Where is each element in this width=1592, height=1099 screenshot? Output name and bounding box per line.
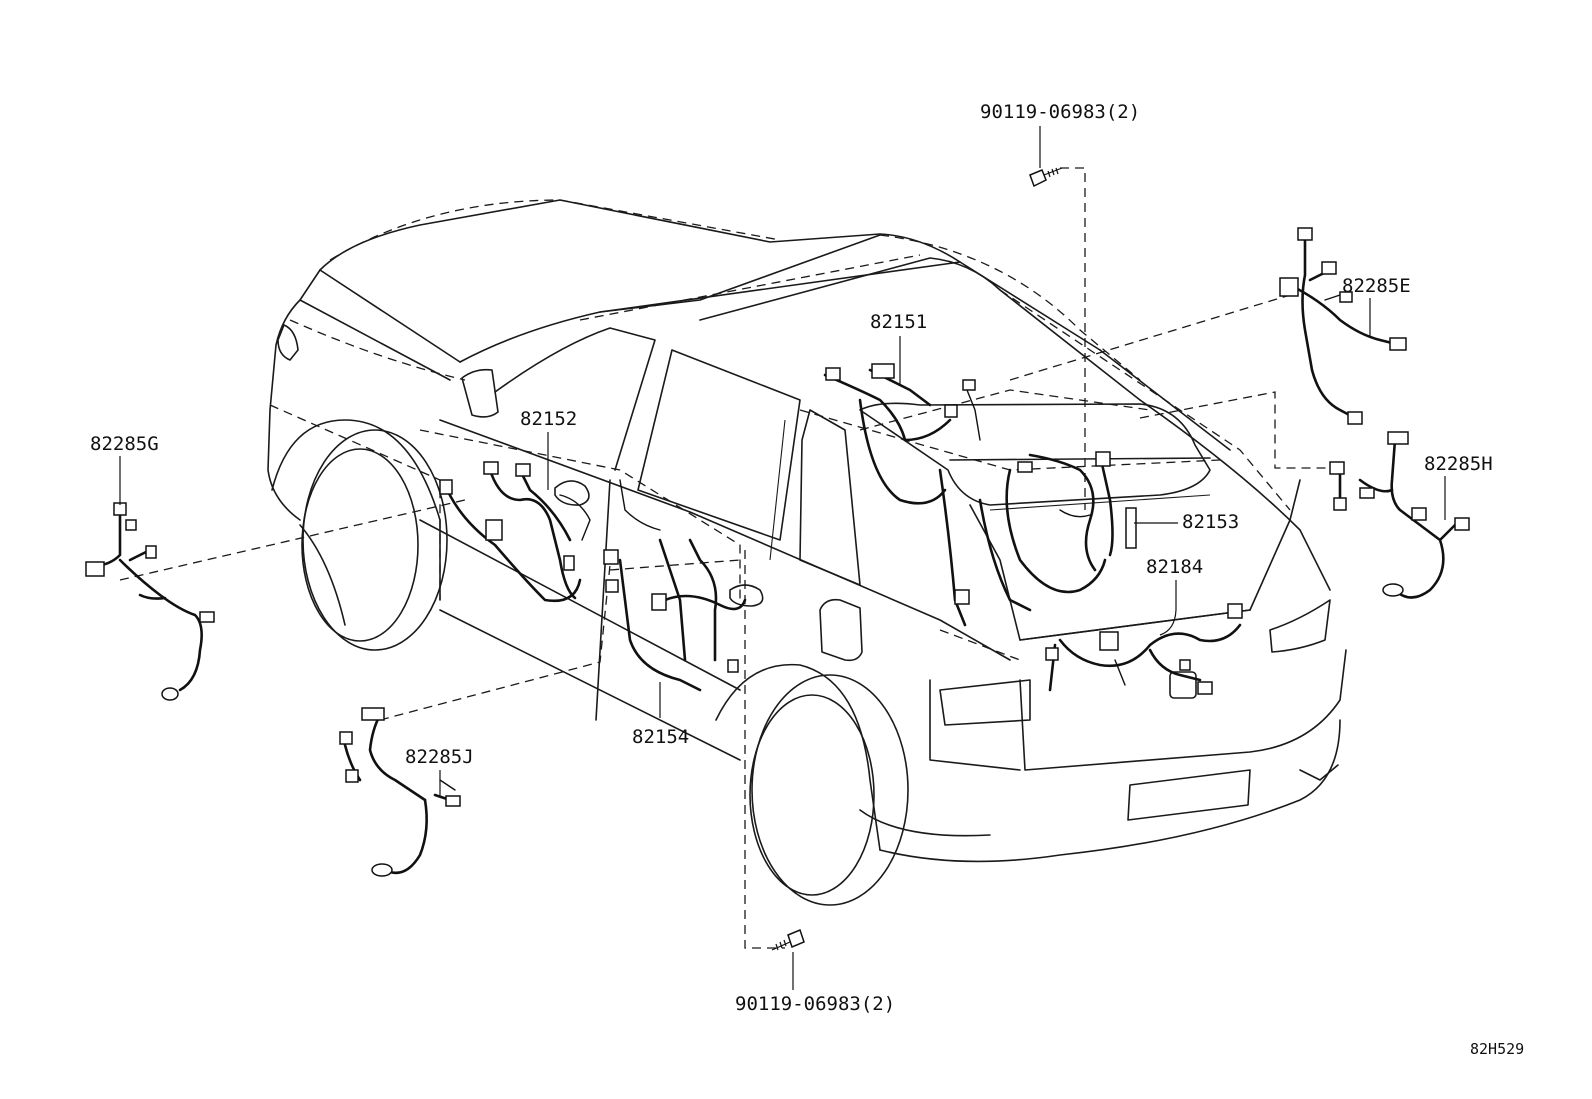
label-leaders [119, 126, 1446, 990]
callout-82153: 82153 [1182, 511, 1239, 533]
callout-82151: 82151 [870, 311, 927, 333]
harness-82152 [439, 461, 591, 603]
leader-lines [119, 167, 1330, 949]
harness-82285E [1279, 227, 1407, 425]
callout-82184: 82184 [1146, 556, 1203, 578]
callout-82285J: 82285J [405, 746, 474, 768]
callout-82285H: 82285H [1424, 453, 1493, 475]
ghost-outline [269, 199, 1291, 661]
harness-82153 [978, 451, 1137, 612]
callout-bolt-bottom: 90119-06983(2) [735, 993, 895, 1015]
harness-82151 [823, 363, 981, 627]
callout-82154: 82154 [632, 726, 689, 748]
harness-82184 [1045, 603, 1243, 695]
callout-82285E: 82285E [1342, 275, 1411, 297]
harness-82285H [1329, 431, 1470, 599]
harness-82285G [85, 502, 215, 701]
callout-82285G: 82285G [90, 433, 159, 455]
bolt-top-icon [1029, 167, 1063, 188]
bolt-bottom-icon [771, 928, 805, 951]
callout-bolt-top: 90119-06983(2) [980, 101, 1140, 123]
harness-82285J [339, 707, 461, 877]
callout-82152: 82152 [520, 408, 577, 430]
diagram-code: 82H529 [1470, 1040, 1524, 1058]
vehicle-outline [267, 199, 1347, 906]
harness-82154 [603, 479, 764, 692]
